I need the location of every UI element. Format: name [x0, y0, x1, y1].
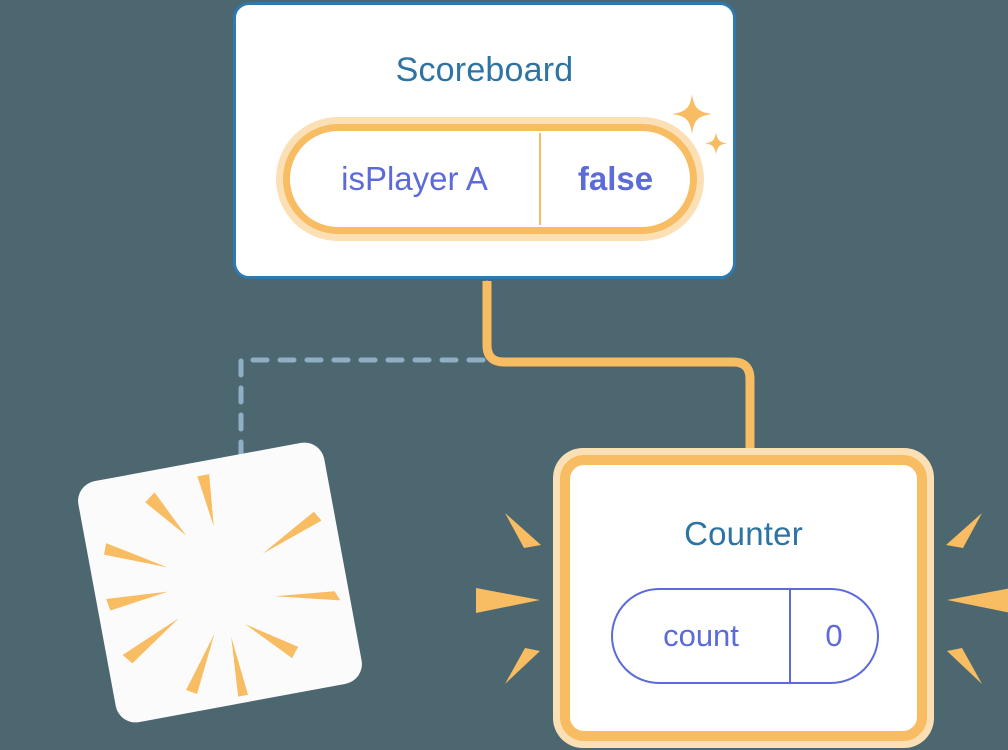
state-pill-divider — [539, 133, 541, 225]
state-pill-divider — [789, 590, 791, 682]
state-pill-key: count — [663, 618, 739, 653]
state-pill-isplayer-a[interactable]: isPlayer A false — [276, 117, 704, 241]
sparkle-icon-small — [705, 132, 727, 155]
burst-rays-icon — [476, 513, 1008, 684]
counter-title: Counter — [684, 515, 803, 552]
connector-scoreboard-to-counter — [482, 281, 755, 462]
state-pill-count[interactable]: count 0 — [611, 588, 879, 684]
sparkle-group — [672, 94, 727, 155]
state-pill-inner: isPlayer A false — [283, 124, 697, 234]
scoreboard-title: Scoreboard — [395, 51, 574, 89]
sparkle-icon-large — [672, 94, 712, 134]
state-pill-value: 0 — [825, 618, 843, 653]
state-pill-value: false — [577, 160, 654, 197]
state-pill-key: isPlayer A — [341, 160, 488, 197]
card-blank-tilted[interactable] — [74, 439, 366, 726]
